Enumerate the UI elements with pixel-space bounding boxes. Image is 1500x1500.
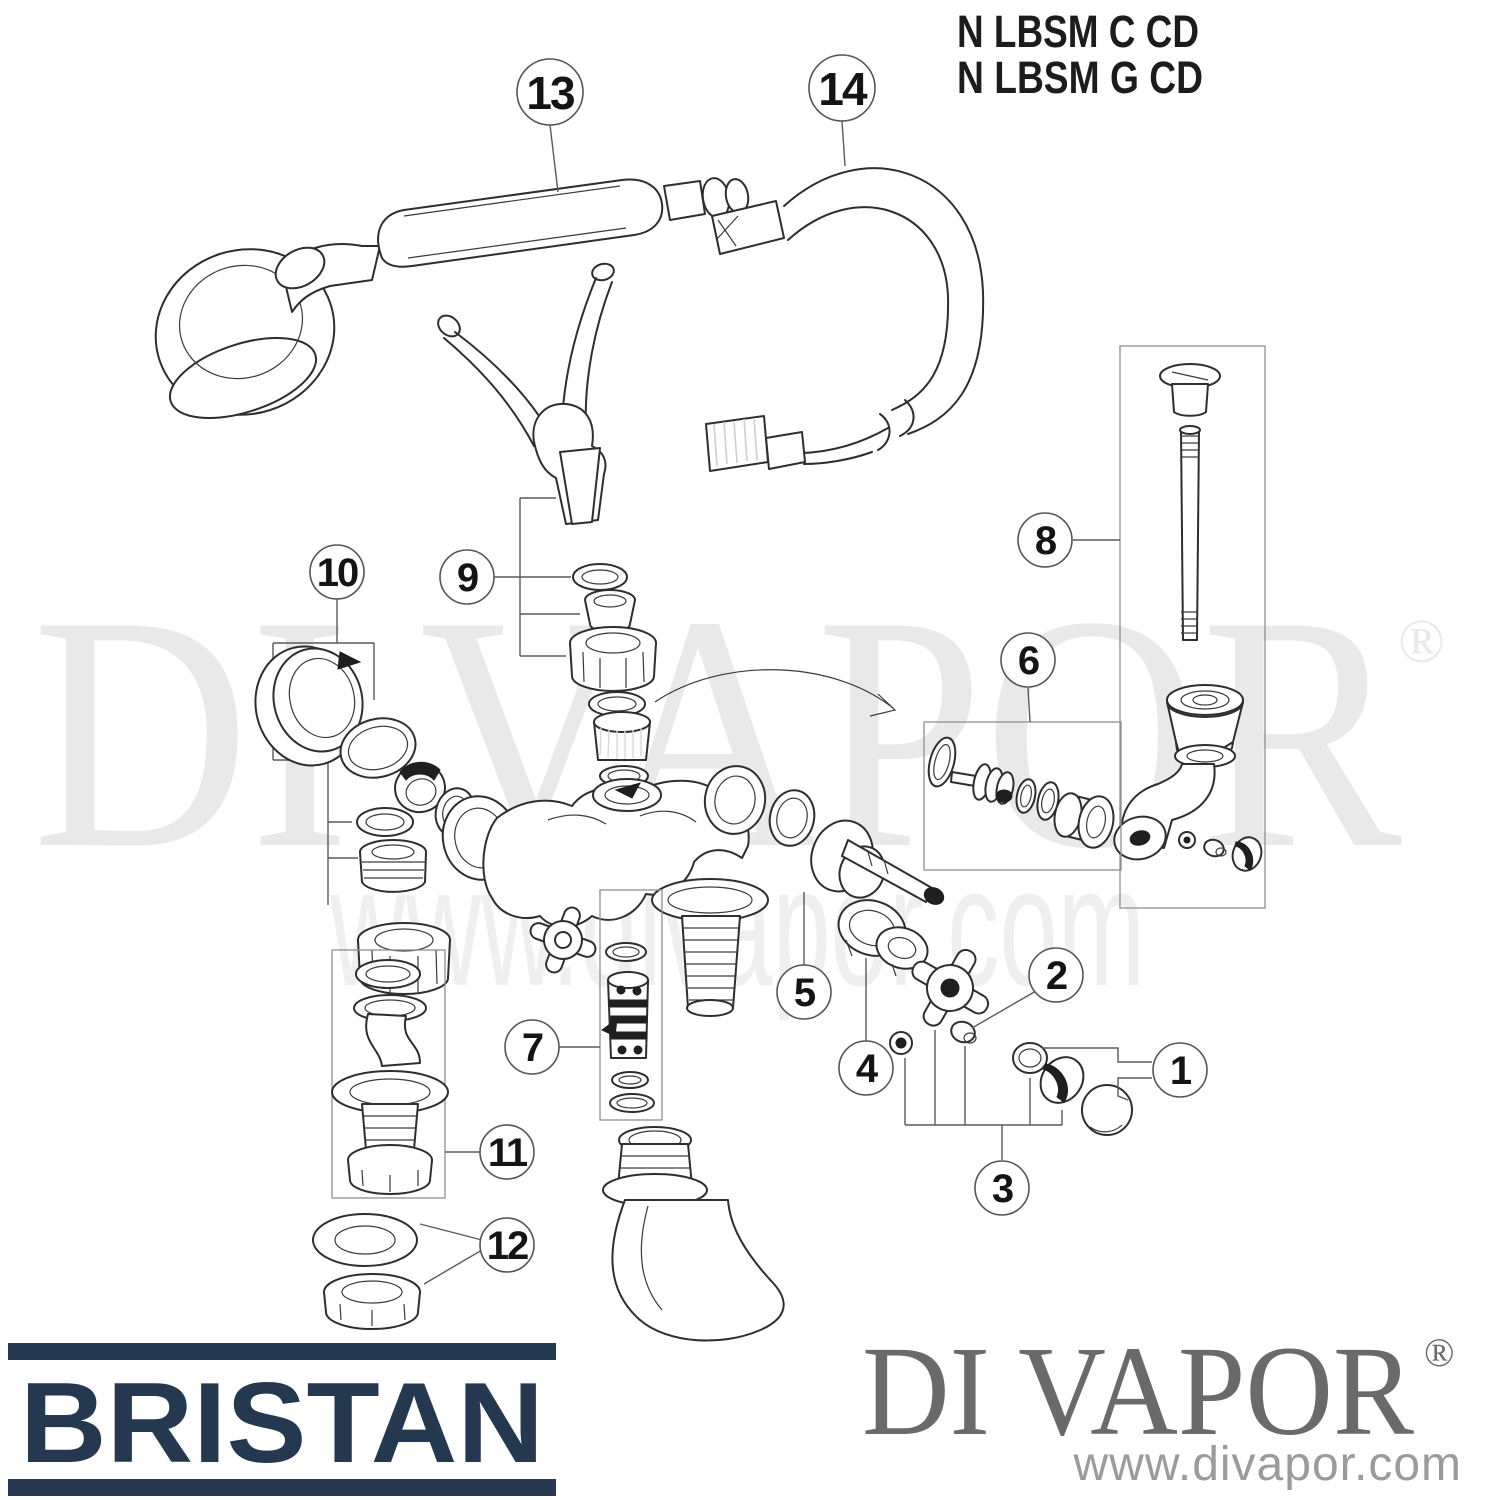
svg-text:1: 1 xyxy=(1170,1049,1192,1093)
svg-text:13: 13 xyxy=(526,67,574,119)
shower-handset xyxy=(154,177,750,419)
callout-5: 5 xyxy=(776,964,832,1020)
callout-12: 12 xyxy=(479,1217,535,1273)
handle-fixings xyxy=(889,1020,1133,1136)
svg-text:12: 12 xyxy=(487,1224,528,1268)
watermark-registered-icon: ® xyxy=(1398,608,1445,676)
callout-9: 9 xyxy=(439,549,495,605)
svg-text:7: 7 xyxy=(522,1026,543,1070)
leader-2 xyxy=(971,990,1037,1029)
packing-nut-stack xyxy=(837,899,929,977)
shower-hose xyxy=(705,167,985,472)
callout-4: 4 xyxy=(838,1040,894,1096)
diagram-line-art xyxy=(154,120,1266,1342)
callouts: 1 2 3 4 5 6 7 8 xyxy=(309,54,1208,1273)
washer-backnut-12 xyxy=(312,1213,421,1330)
crosshead-handle-left xyxy=(529,906,597,974)
bristan-logo-bottom-bar xyxy=(8,1479,556,1496)
svg-text:4: 4 xyxy=(856,1047,879,1091)
leg-box-11 xyxy=(331,949,449,1199)
callout-10: 10 xyxy=(309,544,365,600)
callout-3: 3 xyxy=(974,1160,1030,1216)
bristan-logo: BRISTAN xyxy=(8,1343,556,1496)
divapor-logo-text: DI VAPOR xyxy=(862,1320,1415,1462)
model-code-2: N LBSM G CD xyxy=(957,52,1203,103)
callout-13: 13 xyxy=(516,58,584,126)
handset-cradle xyxy=(437,262,615,525)
svg-text:5: 5 xyxy=(794,971,816,1015)
divapor-registered-icon: ® xyxy=(1424,1330,1454,1375)
svg-text:11: 11 xyxy=(488,1131,528,1175)
lever-box-8 xyxy=(1113,345,1266,909)
hose-nut xyxy=(705,415,769,472)
part9-group xyxy=(494,497,657,787)
bath-spout xyxy=(602,1126,785,1342)
bristan-logo-text: BRISTAN xyxy=(20,1360,544,1487)
mixer-body xyxy=(441,765,816,1017)
callout-2: 2 xyxy=(1028,947,1084,1003)
valve-stem-assembly xyxy=(810,819,945,905)
svg-text:10: 10 xyxy=(317,551,358,595)
leader-13 xyxy=(549,124,559,193)
direction-arrow xyxy=(654,669,897,717)
callout-8: 8 xyxy=(1017,512,1073,568)
svg-text:3: 3 xyxy=(992,1167,1013,1211)
leader-6 xyxy=(1027,687,1031,723)
svg-text:6: 6 xyxy=(1018,639,1039,683)
svg-text:8: 8 xyxy=(1035,519,1057,563)
callout-11: 11 xyxy=(479,1124,535,1180)
cartridge-box-7 xyxy=(599,889,663,1121)
leader-12 xyxy=(419,1223,483,1285)
callout-7: 7 xyxy=(504,1019,560,1075)
divapor-website-text: www.divapor.com xyxy=(1073,1438,1462,1491)
leader-1 xyxy=(1042,1047,1152,1101)
callout-14: 14 xyxy=(808,54,876,122)
divapor-logo: DI VAPOR ® www.divapor.com xyxy=(862,1320,1462,1491)
title-block: N LBSM C CD N LBSM G CD xyxy=(957,6,1203,103)
callout-6: 6 xyxy=(1000,632,1056,688)
callout-1: 1 xyxy=(1152,1042,1208,1098)
svg-text:14: 14 xyxy=(818,63,868,115)
crosshead-handle-right xyxy=(911,948,990,1027)
model-code-1: N LBSM C CD xyxy=(957,6,1199,57)
svg-text:9: 9 xyxy=(457,556,478,600)
leader-14 xyxy=(841,120,846,167)
cartridge-box-6 xyxy=(923,721,1122,871)
svg-text:2: 2 xyxy=(1046,954,1067,998)
bristan-logo-top-bar xyxy=(8,1343,556,1360)
leader-3 xyxy=(904,1030,1063,1160)
